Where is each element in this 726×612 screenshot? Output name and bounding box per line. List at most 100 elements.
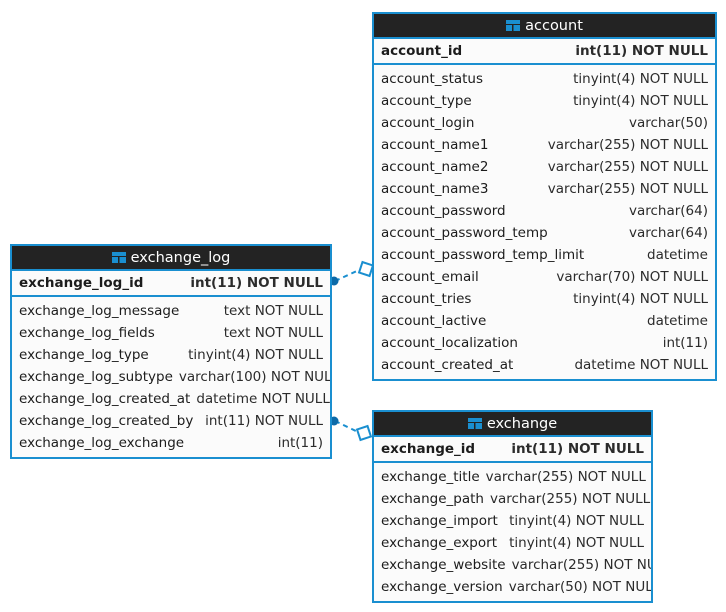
column-type: varchar(100) NOT NULL xyxy=(178,369,332,385)
table-account[interactable]: account account_id int(11) NOT NULL acco… xyxy=(372,12,717,381)
table-row[interactable]: account_email varchar(70) NOT NULL xyxy=(374,266,715,288)
table-row[interactable]: account_status tinyint(4) NOT NULL xyxy=(374,68,715,90)
table-columns-account: account_status tinyint(4) NOT NULL accou… xyxy=(374,65,715,379)
column-name: account_password_temp_limit xyxy=(381,247,585,263)
table-header-exchange-log: exchange_log xyxy=(12,246,330,271)
column-name: account_id xyxy=(381,43,463,59)
table-row[interactable]: account_type tinyint(4) NOT NULL xyxy=(374,90,715,112)
column-type: varchar(255) NOT NULL xyxy=(547,159,708,175)
table-row-pk[interactable]: exchange_log_id int(11) NOT NULL xyxy=(12,271,330,297)
table-name-label: exchange_log xyxy=(130,250,231,266)
column-name: exchange_path xyxy=(381,491,484,507)
table-row[interactable]: account_localization int(11) xyxy=(374,332,715,354)
column-type: tinyint(4) NOT NULL xyxy=(573,93,708,109)
column-name: account_status xyxy=(381,71,484,87)
table-header-exchange: exchange xyxy=(374,412,651,437)
column-type: tinyint(4) NOT NULL xyxy=(188,347,323,363)
table-row-pk[interactable]: exchange_id int(11) NOT NULL xyxy=(374,437,651,463)
column-name: account_name1 xyxy=(381,137,489,153)
column-type: varchar(255) NOT NULL xyxy=(511,557,651,573)
table-row[interactable]: account_created_at datetime NOT NULL xyxy=(374,354,715,376)
table-row[interactable]: exchange_title varchar(255) NOT NULL xyxy=(374,466,651,488)
column-name: account_login xyxy=(381,115,475,131)
table-row[interactable]: exchange_log_created_by int(11) NOT NULL xyxy=(12,410,330,432)
table-row[interactable]: account_password varchar(64) xyxy=(374,200,715,222)
column-name: account_password xyxy=(381,203,506,219)
column-name: account_email xyxy=(381,269,479,285)
column-type: datetime xyxy=(647,313,708,329)
table-row-pk[interactable]: account_id int(11) NOT NULL xyxy=(374,39,715,65)
column-name: exchange_log_subtype xyxy=(19,369,173,385)
column-type: varchar(255) NOT NULL xyxy=(485,469,646,485)
table-icon xyxy=(111,252,126,263)
column-name: exchange_log_exchange xyxy=(19,435,185,451)
table-icon xyxy=(467,418,482,429)
relation-endpoint-diamond xyxy=(357,260,375,278)
column-name: exchange_title xyxy=(381,469,480,485)
table-icon xyxy=(506,20,521,31)
table-row[interactable]: account_name1 varchar(255) NOT NULL xyxy=(374,134,715,156)
column-type: varchar(255) NOT NULL xyxy=(547,137,708,153)
column-name: exchange_import xyxy=(381,513,498,529)
column-name: exchange_version xyxy=(381,579,503,595)
table-row[interactable]: exchange_version varchar(50) NOT NULL xyxy=(374,576,651,598)
column-type: int(11) NOT NULL xyxy=(205,413,323,429)
table-row[interactable]: exchange_log_created_at datetime NOT NUL… xyxy=(12,388,330,410)
table-row[interactable]: exchange_import tinyint(4) NOT NULL xyxy=(374,510,651,532)
table-row[interactable]: exchange_log_type tinyint(4) NOT NULL xyxy=(12,344,330,366)
table-row[interactable]: account_password_temp varchar(64) xyxy=(374,222,715,244)
column-type: varchar(64) xyxy=(628,203,708,219)
column-name: exchange_log_created_at xyxy=(19,391,191,407)
column-type: int(11) NOT NULL xyxy=(511,441,644,457)
table-row[interactable]: exchange_path varchar(255) NOT NULL xyxy=(374,488,651,510)
column-name: exchange_log_created_by xyxy=(19,413,194,429)
column-name: exchange_id xyxy=(381,441,476,457)
relationship-exchange-log-account xyxy=(329,260,375,286)
column-type: varchar(50) NOT NULL xyxy=(508,579,653,595)
table-row[interactable]: exchange_log_message text NOT NULL xyxy=(12,300,330,322)
column-type: tinyint(4) NOT NULL xyxy=(573,71,708,87)
column-type: datetime NOT NULL xyxy=(574,357,708,373)
column-name: account_name3 xyxy=(381,181,489,197)
table-exchange-log[interactable]: exchange_log exchange_log_id int(11) NOT… xyxy=(10,244,332,459)
table-name-label: exchange xyxy=(486,416,558,432)
column-name: account_lactive xyxy=(381,313,487,329)
table-name-label: account xyxy=(525,18,583,34)
column-type: tinyint(4) NOT NULL xyxy=(509,513,644,529)
column-type: varchar(50) xyxy=(628,115,708,131)
table-row[interactable]: account_login varchar(50) xyxy=(374,112,715,134)
table-exchange[interactable]: exchange exchange_id int(11) NOT NULL ex… xyxy=(372,410,653,603)
column-type: tinyint(4) NOT NULL xyxy=(509,535,644,551)
table-row[interactable]: account_name3 varchar(255) NOT NULL xyxy=(374,178,715,200)
column-type: int(11) NOT NULL xyxy=(575,43,708,59)
table-row[interactable]: account_tries tinyint(4) NOT NULL xyxy=(374,288,715,310)
column-type: varchar(70) NOT NULL xyxy=(556,269,708,285)
table-row[interactable]: exchange_log_subtype varchar(100) NOT NU… xyxy=(12,366,330,388)
column-type: int(11) NOT NULL xyxy=(190,275,323,291)
column-type: text NOT NULL xyxy=(223,303,323,319)
column-type: int(11) xyxy=(662,335,708,351)
column-name: exchange_log_type xyxy=(19,347,149,363)
table-row[interactable]: exchange_log_exchange int(11) xyxy=(12,432,330,454)
column-type: text NOT NULL xyxy=(223,325,323,341)
table-row[interactable]: exchange_log_fields text NOT NULL xyxy=(12,322,330,344)
column-type: varchar(255) NOT NULL xyxy=(489,491,651,507)
column-type: datetime NOT NULL xyxy=(196,391,330,407)
column-type: int(11) xyxy=(277,435,323,451)
table-columns-exchange: exchange_title varchar(255) NOT NULL exc… xyxy=(374,463,651,601)
table-row[interactable]: account_lactive datetime xyxy=(374,310,715,332)
column-name: account_localization xyxy=(381,335,518,351)
table-columns-exchange-log: exchange_log_message text NOT NULL excha… xyxy=(12,297,330,457)
table-header-account: account xyxy=(374,14,715,39)
table-row[interactable]: exchange_website varchar(255) NOT NULL xyxy=(374,554,651,576)
column-name: exchange_log_id xyxy=(19,275,144,291)
column-name: account_created_at xyxy=(381,357,514,373)
table-row[interactable]: exchange_export tinyint(4) NOT NULL xyxy=(374,532,651,554)
relationship-exchange-log-exchange xyxy=(329,416,373,442)
column-name: exchange_log_message xyxy=(19,303,180,319)
table-row[interactable]: account_name2 varchar(255) NOT NULL xyxy=(374,156,715,178)
relation-endpoint-diamond xyxy=(355,424,373,442)
column-name: account_name2 xyxy=(381,159,489,175)
column-name: account_type xyxy=(381,93,472,109)
table-row[interactable]: account_password_temp_limit datetime xyxy=(374,244,715,266)
